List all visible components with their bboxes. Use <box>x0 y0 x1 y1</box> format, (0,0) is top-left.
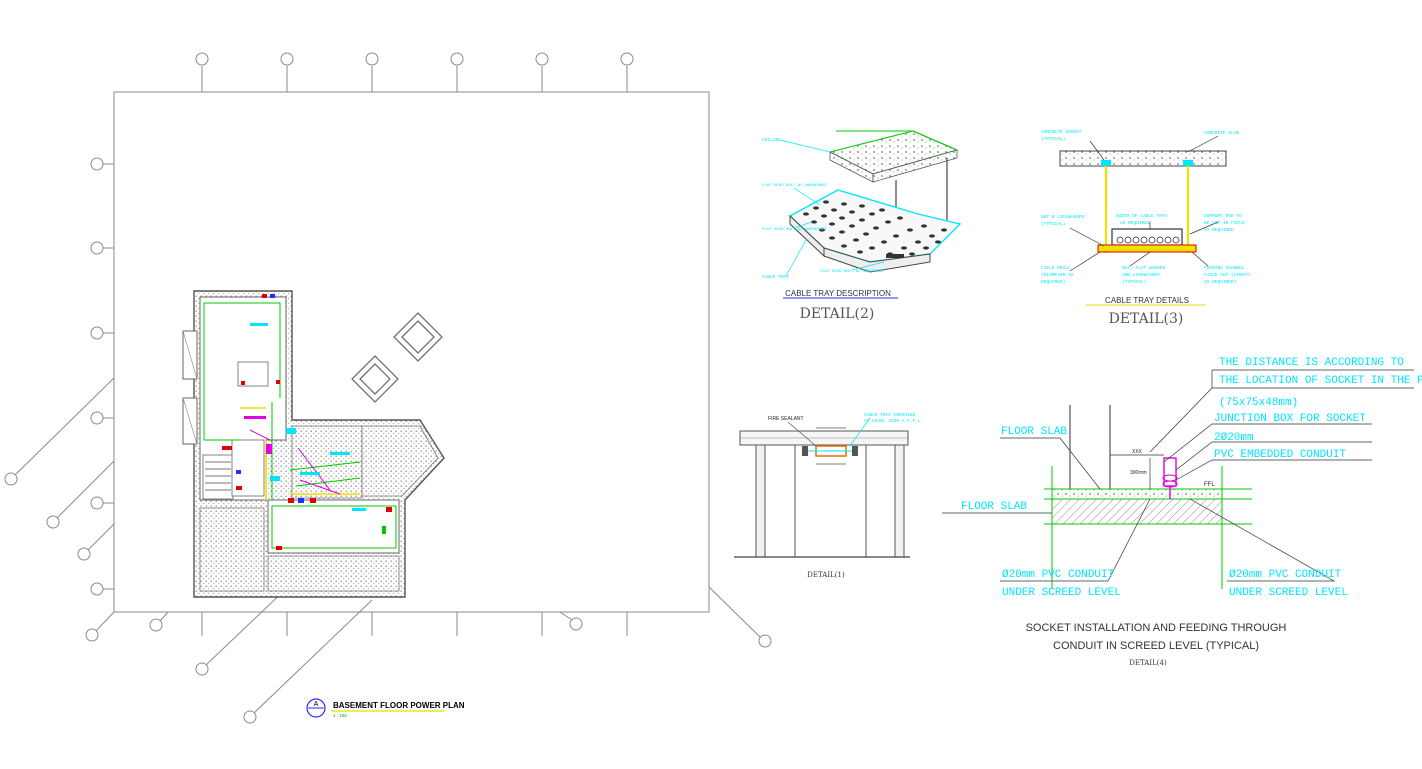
ceiling-slab <box>828 130 959 183</box>
detail-4-level-lines <box>1044 466 1252 589</box>
plan-title-block: A BASEMENT FLOOR POWER PLAN 1 : 100 <box>306 698 465 718</box>
detail-3-inserts <box>1101 160 1193 166</box>
detail-3-support-rods <box>1104 166 1190 253</box>
detail-4-distance-1: THE DISTANCE IS ACCORDING TO <box>1219 357 1404 369</box>
detail-3-label-rod-2: BE CUT IN FIELD <box>1204 220 1245 226</box>
plan-marker-letter: A <box>314 701 319 708</box>
detail-3-leaders <box>1069 135 1219 272</box>
skylight-openings <box>351 312 443 403</box>
detail-4-socket-installation: XXX 300mm FFL FLOOR SLAB FLOOR SLAB THE … <box>942 357 1422 667</box>
detail-4-wall-lines <box>1069 405 1111 489</box>
detail-4-dim-300: 300mm <box>1130 470 1147 476</box>
detail-2-label-ceiling: CEILING <box>762 137 781 143</box>
detail-4-caption-1: SOCKET INSTALLATION AND FEEDING THROUGH <box>1026 622 1287 634</box>
detail-4-screed <box>1051 488 1223 500</box>
detail-1-fire-sealant: FIRE SEALANT CABLE TRAY CROSSING AT LEVE… <box>734 412 923 579</box>
detail-4-caption-2: CONDUIT IN SCREED LEVEL (TYPICAL) <box>1053 640 1259 652</box>
detail-3-label-width-2: AS REQUIRED <box>1120 220 1150 226</box>
detail-2-subtitle: CABLE TRAY DESCRIPTION <box>785 289 891 298</box>
detail-1-label-crossing-1: CABLE TRAY CROSSING <box>864 412 916 418</box>
detail-3-label-nut-1: NUT & LOCKWASHER <box>1041 214 1085 220</box>
detail-3-title: DETAIL(3) <box>1109 311 1184 327</box>
detail-3-label-rod-3: AS REQUIRED <box>1204 227 1234 233</box>
detail-1-right-column <box>894 444 905 558</box>
detail-3-label-drill-2: (DIAMETER AS <box>1041 272 1074 278</box>
detail-3-label-nut-2: (TYPICAL) <box>1041 221 1065 227</box>
detail-2-label-cable-tray: CABLE TRAY <box>762 274 789 280</box>
detail-3-framing-channel <box>1097 244 1197 253</box>
detail-1-label-crossing-2: AT LEVEL 3200 A.F.F.L. <box>864 418 923 424</box>
cable-tray-body <box>788 189 962 273</box>
detail-4-ffl: FFL <box>1204 482 1215 488</box>
detail-4-floor-slab-top: FLOOR SLAB <box>1001 426 1067 438</box>
detail-4-junction-box <box>1162 457 1178 499</box>
detail-4-leaders <box>1000 369 1414 582</box>
detail-4-conduit-size: 2Ø20mm <box>1214 432 1254 444</box>
detail-4-right-conduit-1: Ø20mm PVC CONDUIT <box>1229 569 1342 581</box>
basement-floor-plan: A BASEMENT FLOOR POWER PLAN 1 : 100 <box>4 52 772 724</box>
detail-2-title: DETAIL(2) <box>800 306 875 322</box>
detail-3-label-drill-3: REQUIRED) <box>1041 279 1065 285</box>
building-walls <box>182 290 445 598</box>
detail-1-caption: DETAIL(1) <box>807 571 845 579</box>
detail-4-dim-xxx: XXX <box>1132 449 1143 455</box>
grid-bubbles-diagonal <box>4 377 772 724</box>
grid-bubbles-top <box>195 52 634 92</box>
detail-3-label-slab: CONCRETE SLAB <box>1204 130 1239 136</box>
detail-1-label-fire-sealant: FIRE SEALANT <box>768 416 804 422</box>
detail-3-label-washer-3: (TYPICAL) <box>1122 279 1146 285</box>
detail-3-label-channel-1: FRAMING CHANNEL <box>1204 265 1245 271</box>
plan-title: BASEMENT FLOOR POWER PLAN <box>333 701 465 710</box>
detail-3-label-washer-1: NUT, FLAT WASHER <box>1122 265 1166 271</box>
detail-3-label-rod-1: SUPPORT ROD TO <box>1204 213 1242 219</box>
detail-4-left-conduit-2: UNDER SCREED LEVEL <box>1002 587 1121 599</box>
detail-3-label-insert-1: CONCRETE INSERT <box>1041 129 1082 135</box>
detail-3-label-channel-3: AS REQUIRED) <box>1204 279 1236 285</box>
power-wiring <box>203 302 397 549</box>
power-devices <box>222 294 392 550</box>
detail-2-label-bolt-3: FLAT HEAD BOLT W/ WASHERNUT <box>820 269 885 274</box>
detail-3-cables <box>1116 236 1180 244</box>
detail-3-label-washer-2: AND LOCKWASHER <box>1122 272 1160 278</box>
detail-2-cable-tray-description: CEILING FLAT HEAD BOLT W/ WASHERNUT FLAT… <box>762 130 962 322</box>
detail-4-right-conduit-2: UNDER SCREED LEVEL <box>1229 587 1348 599</box>
grid-bubbles-left <box>90 157 114 596</box>
detail-2-label-bolt-2: FLAT HEAD BOLT W/ WASHERNUT <box>762 227 827 232</box>
plan-scale: 1 : 100 <box>333 713 347 718</box>
detail-2-leaders <box>779 139 885 277</box>
detail-4-left-conduit-1: Ø20mm PVC CONDUIT <box>1002 569 1115 581</box>
plan-frame <box>113 91 710 613</box>
detail-3-label-insert-2: (TYPICAL) <box>1041 136 1065 142</box>
detail-3-label-drill-1: FIELD DRILL <box>1041 265 1071 271</box>
detail-3-concrete-slab <box>1059 150 1227 167</box>
detail-4-title: DETAIL(4) <box>1129 659 1167 667</box>
detail-3-label-width-1: WIDTH OF CABLE TRAY <box>1116 213 1168 219</box>
detail-4-floor-slab-left: FLOOR SLAB <box>961 501 1027 513</box>
detail-4-distance-2: THE LOCATION OF SOCKET IN THE PLAN <box>1219 375 1422 387</box>
detail-4-box-size: (75x75x48mm) <box>1219 397 1298 409</box>
detail-3-cable-tray-details: CONCRETE INSERT (TYPICAL) CONCRETE SLAB … <box>1041 129 1250 327</box>
detail-2-label-bolt-1: FLAT HEAD BOLT W/ WASHERNUT <box>762 183 827 188</box>
detail-4-pvc-embedded: PVC EMBEDDED CONDUIT <box>1214 449 1346 461</box>
detail-3-tray <box>1111 228 1183 246</box>
detail-4-junction: JUNCTION BOX FOR SOCKET <box>1214 413 1366 425</box>
detail-1-left-column <box>755 444 766 558</box>
detail-3-subtitle: CABLE TRAY DETAILS <box>1105 296 1189 305</box>
detail-4-dimensions <box>1110 454 1164 489</box>
detail-3-label-channel-2: FIELD CUT (LENGTH <box>1204 272 1250 278</box>
